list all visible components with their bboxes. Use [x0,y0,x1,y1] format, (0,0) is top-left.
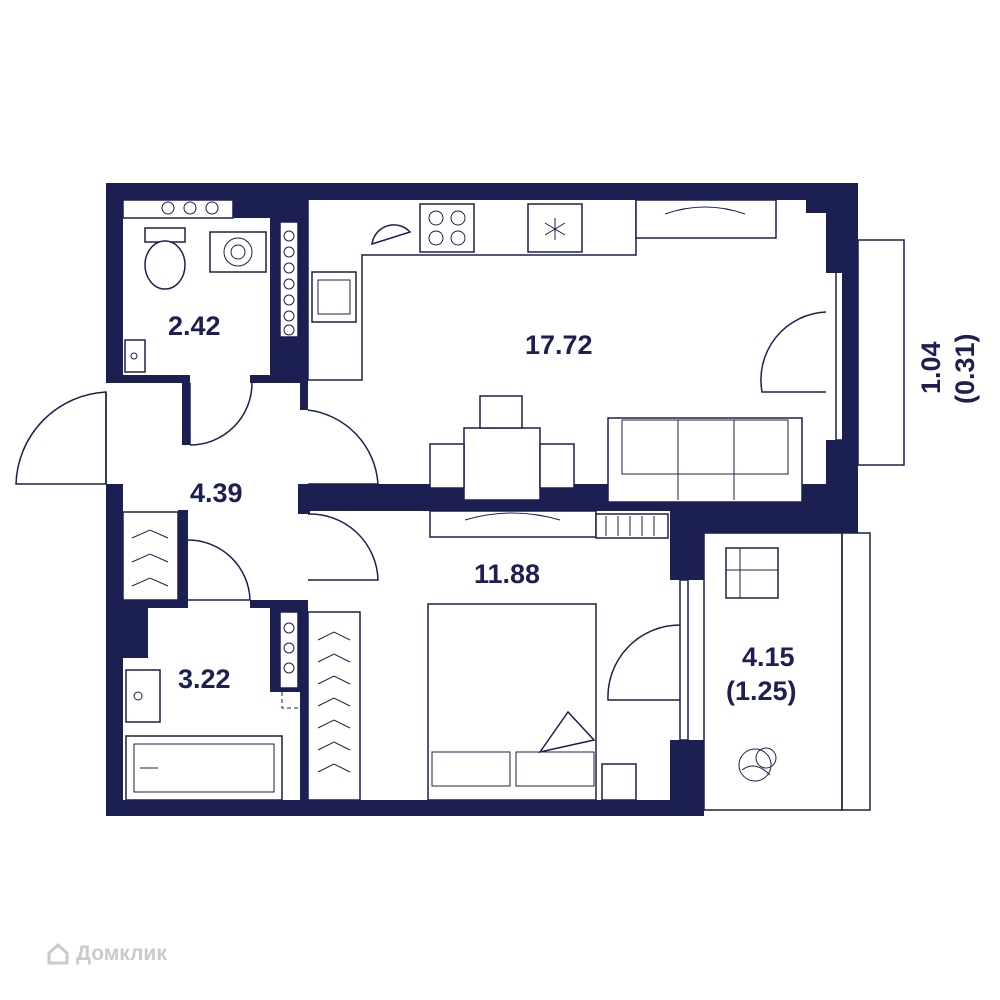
plant-icon [738,747,777,782]
hanger-icon [131,529,169,587]
sink-icon [125,669,161,723]
kettle-icon [371,224,412,246]
area-bathroom: 3.22 [178,664,231,694]
area-loggia-reduced: (1.25) [726,676,797,706]
watermark: Домклик [46,942,167,966]
wc-door [189,382,253,446]
area-balcony: 1.04 [916,341,946,394]
wc-fixtures [122,199,299,373]
loggia-door [607,624,681,701]
nightstand-icon [601,763,637,801]
fridge-icon [527,203,583,253]
area-hallway: 4.39 [190,478,243,508]
balcony [835,239,905,466]
wardrobe-hall [122,511,179,601]
area-bedroom: 11.88 [474,559,540,589]
wardrobe-bedroom [307,611,361,801]
bedroom-door [307,513,379,581]
bed-icon [427,603,597,801]
bathroom-fixtures [125,611,299,801]
washing-machine-icon [209,231,267,273]
bedroom-fixtures [307,510,669,801]
entry-door [15,391,107,485]
living-door [307,409,379,485]
stove-icon [419,203,475,253]
sink-icon [124,339,146,373]
balcony-door [760,311,827,393]
kitchen [307,199,777,381]
toilet-icon [144,227,186,290]
loggia [703,532,871,811]
area-loggia: 4.15 [742,642,795,672]
sofa-icon [607,417,803,503]
window-sill-icon [635,199,777,239]
table-icon [429,395,575,501]
chair-icon [725,547,779,599]
watermark-text: Домклик [76,942,167,965]
bath-door [187,539,251,601]
area-balcony-reduced: (0.31) [950,333,980,404]
house-logo-icon [47,942,69,965]
area-wc: 2.42 [168,311,221,341]
vent-column [279,221,299,338]
bathtub-icon [125,735,283,801]
area-living-kitchen: 17.72 [525,330,593,360]
radiator-icon [595,513,669,539]
